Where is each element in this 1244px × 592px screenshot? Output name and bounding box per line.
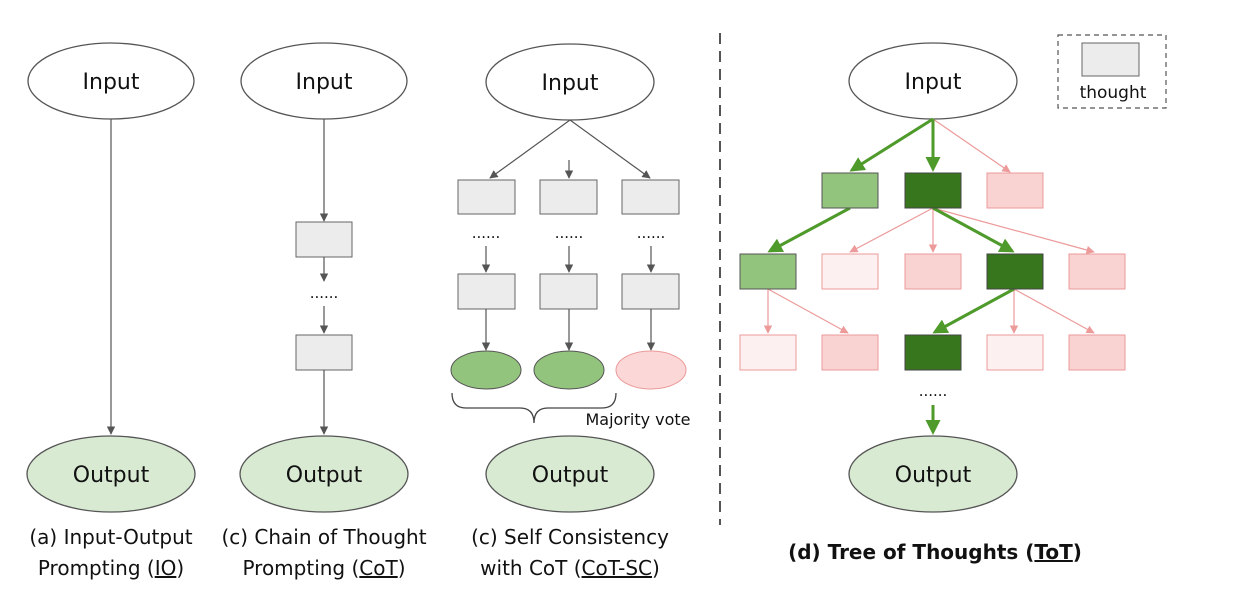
caption-io: (a) Input-Output Prompting (IO) [16, 522, 206, 584]
caption-tot: (d) Tree of Thoughts (ToT) [788, 540, 1082, 564]
cotsc-arrow-left [489, 119, 571, 179]
tot-thought-l3-4 [986, 334, 1044, 371]
tot-pink-arrow-8 [1013, 288, 1095, 334]
majority-vote-label: Majority vote [585, 410, 690, 429]
cot-input-label: Input [296, 70, 353, 95]
cot-thought-2 [295, 334, 353, 371]
caption-cotsc: (c) Self Consistency with CoT (CoT-SC) [460, 522, 680, 584]
tot-thought-l3-1 [739, 334, 797, 371]
io-diagram: Input Output [26, 42, 196, 513]
cotsc-arrow-right [569, 119, 651, 179]
cotsc-brace [451, 392, 617, 424]
cotsc-ellipsis-a: ...... [472, 224, 501, 242]
tot-thought-l1-3 [986, 172, 1044, 209]
tot-diagram: Input ...... Output [739, 42, 1126, 513]
cot-output-label: Output [286, 463, 363, 488]
tot-thought-l3-3 [904, 334, 962, 371]
tot-thought-l1-1 [821, 172, 879, 209]
cotsc-thought-c2 [621, 273, 680, 310]
tot-thought-l2-2 [821, 253, 879, 290]
legend-thought-swatch [1081, 42, 1140, 77]
cotsc-thought-a1 [457, 179, 516, 215]
cotsc-input-label: Input [542, 71, 599, 96]
tot-thought-l2-1 [739, 253, 797, 290]
cotsc-answer-a [450, 350, 522, 390]
cotsc-output-label: Output [532, 463, 609, 488]
tot-pink-arrow-4 [932, 207, 1095, 255]
legend-frame [1057, 34, 1167, 109]
tot-ellipsis: ...... [919, 382, 948, 400]
caption-cotsc-line2: with CoT (CoT-SC) [480, 556, 660, 580]
tot-thought-l2-3 [904, 253, 962, 290]
tot-input-label: Input [905, 70, 962, 95]
cotsc-diagram: Input ...... ...... ...... Majority vote… [450, 43, 691, 513]
cot-diagram: Input ...... Output [239, 42, 409, 513]
caption-cot-abbr: CoT [359, 556, 398, 580]
caption-cot: (c) Chain of Thought Prompting (CoT) [214, 522, 434, 584]
caption-io-line1: (a) Input-Output [29, 525, 193, 549]
cotsc-answer-c [615, 350, 687, 390]
tot-pink-arrow-1 [932, 118, 1011, 173]
tot-green-arrow-3 [767, 206, 851, 253]
caption-cotsc-abbr: CoT-SC [581, 556, 653, 580]
caption-io-line2: Prompting (IO) [37, 556, 185, 580]
tot-thought-l2-4 [986, 253, 1044, 290]
caption-cot-line1: (c) Chain of Thought [221, 525, 427, 549]
cotsc-output-node [485, 435, 655, 513]
tot-thought-l3-5 [1068, 334, 1126, 371]
caption-tot-abbr: ToT [1034, 540, 1073, 564]
tot-output-label: Output [895, 463, 972, 488]
cot-output-node [239, 435, 409, 513]
tot-thought-l2-5 [1068, 253, 1126, 290]
tot-output-node [848, 435, 1018, 513]
cot-ellipsis: ...... [310, 284, 339, 302]
caption-cot-line2: Prompting (CoT) [242, 556, 406, 580]
tot-green-arrow-1 [849, 117, 934, 172]
tot-green-arrow-5 [932, 287, 1015, 334]
cotsc-thought-c1 [621, 179, 680, 215]
tot-green-arrow-4 [932, 206, 1015, 253]
legend-thought-label: thought [1080, 83, 1147, 103]
cotsc-ellipsis-b: ...... [555, 224, 584, 242]
tot-thought-l1-2 [904, 172, 962, 209]
cotsc-ellipsis-c: ...... [637, 224, 666, 242]
cotsc-thought-a2 [457, 273, 516, 310]
caption-io-abbr: IO [154, 556, 177, 580]
io-output-label: Output [73, 463, 150, 488]
io-output-node [26, 435, 196, 513]
cotsc-thought-b1 [539, 179, 598, 215]
cotsc-answer-b [533, 350, 605, 390]
tot-pink-arrow-2 [849, 207, 934, 253]
legend: thought [1057, 34, 1167, 109]
caption-cotsc-line1: (c) Self Consistency [471, 525, 669, 549]
tot-pink-arrow-6 [767, 288, 849, 334]
cotsc-thought-b2 [539, 273, 598, 310]
io-input-label: Input [83, 70, 140, 95]
tot-thought-l3-2 [821, 334, 879, 371]
cot-thought-1 [295, 221, 353, 258]
